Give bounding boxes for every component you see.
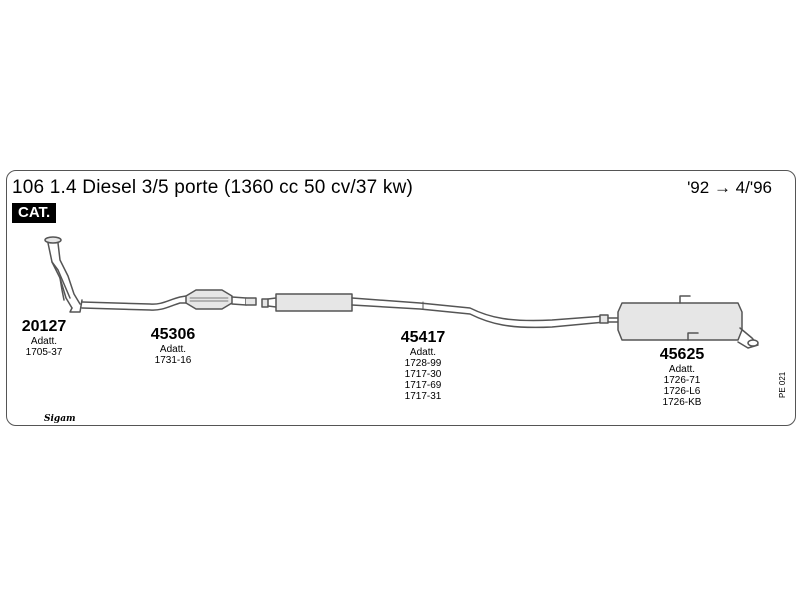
part-label-45625: 45625 Adatt. 1726-71 1726-L6 1726-KB bbox=[652, 346, 712, 408]
vehicle-title: 106 1.4 Diesel 3/5 porte (1360 cc 50 cv/… bbox=[12, 177, 414, 198]
part-adapter-code: 1705-37 bbox=[25, 347, 63, 358]
catalyst-badge: CAT. bbox=[12, 203, 57, 223]
part-adapter-code: 1726-L6 bbox=[663, 386, 701, 397]
diagram-code: PE 021 bbox=[778, 371, 787, 398]
part-number: 45306 bbox=[150, 326, 196, 343]
part-label-45417: 45417 Adatt. 1728-99 1717-30 1717-69 171… bbox=[393, 329, 453, 402]
diagram-panel bbox=[6, 170, 796, 426]
part-number: 20127 bbox=[21, 318, 67, 335]
part-adapter-label: Adatt. bbox=[668, 364, 696, 375]
clamp-sleeve bbox=[261, 298, 269, 308]
part-number: 45625 bbox=[659, 346, 705, 363]
front-pipe-20127 bbox=[44, 236, 83, 313]
part-label-45306: 45306 Adatt. 1731-16 bbox=[143, 326, 203, 366]
part-adapter-label: Adatt. bbox=[30, 336, 58, 347]
part-adapter-code: 1726-KB bbox=[662, 397, 702, 408]
part-number: 45417 bbox=[400, 329, 446, 346]
part-adapter-code: 1728-99 bbox=[404, 358, 442, 369]
brand-logo: Sigam bbox=[44, 414, 76, 424]
rear-silencer-45625 bbox=[607, 295, 759, 349]
part-adapter-code: 1726-71 bbox=[663, 375, 701, 386]
part-adapter-code: 1717-69 bbox=[404, 380, 442, 391]
part-label-20127: 20127 Adatt. 1705-37 bbox=[14, 318, 74, 358]
part-adapter-label: Adatt. bbox=[409, 347, 437, 358]
part-adapter-code: 1717-30 bbox=[404, 369, 442, 380]
middle-pipe-45417 bbox=[267, 293, 609, 329]
year-range: '92 → 4/'96 bbox=[687, 178, 772, 197]
part-adapter-code: 1717-31 bbox=[404, 391, 442, 402]
part-adapter-code: 1731-16 bbox=[154, 355, 192, 366]
catalyst-pipe-45306 bbox=[81, 289, 257, 311]
part-adapter-label: Adatt. bbox=[159, 344, 187, 355]
